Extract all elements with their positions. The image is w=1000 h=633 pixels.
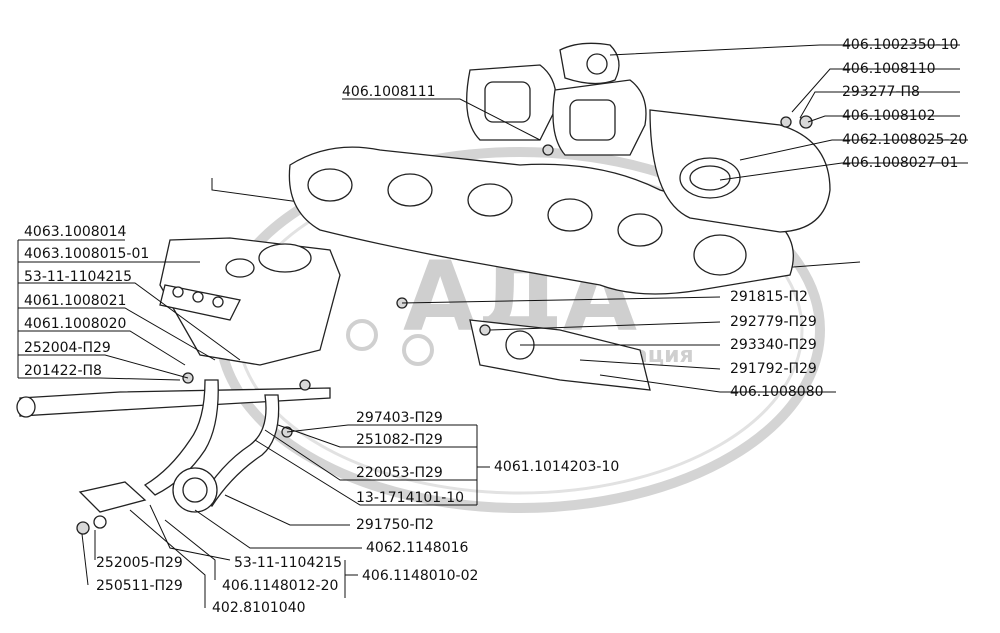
flange-hole xyxy=(192,291,204,303)
watermark-gear-icon xyxy=(402,334,434,366)
leader-l15 xyxy=(401,296,721,304)
label-4063-1008014: 4063.1008014 xyxy=(24,224,127,240)
leader-l07 xyxy=(719,162,968,181)
watermark-gear-icon xyxy=(346,319,378,351)
stud xyxy=(542,144,554,156)
label-406-1148010-02: 406.1148010-02 xyxy=(362,568,478,584)
nut-icon xyxy=(76,521,90,535)
leader-l02 xyxy=(791,68,960,113)
label-252005-p29: 252005-П29 xyxy=(96,555,183,571)
label-53-11-1104215: 53-11-1104215 xyxy=(24,269,132,285)
label-53-11-1104215-b: 53-11-1104215 xyxy=(234,555,342,571)
label-406-1008080: 406.1008080 xyxy=(730,384,824,400)
leader-l23 xyxy=(254,439,477,506)
label-291792-p29: 291792-П29 xyxy=(730,361,817,377)
label-402-8101040: 402.8101040 xyxy=(212,600,306,616)
runner-port xyxy=(387,173,433,207)
leader-l03 xyxy=(799,91,960,119)
plenum-housing xyxy=(649,109,831,233)
nut-icon xyxy=(479,324,491,336)
label-406-1008110: 406.1008110 xyxy=(842,61,936,77)
coolant-tube xyxy=(19,387,331,417)
gasket-port-1 xyxy=(484,81,531,123)
leader-l04 xyxy=(342,98,541,141)
sensor-body xyxy=(78,481,147,513)
fitting-inner xyxy=(182,477,208,503)
label-4061-1008020: 4061.1008020 xyxy=(24,316,126,332)
intake-runners xyxy=(307,168,747,276)
label-220053-p29: 220053-П29 xyxy=(356,465,443,481)
washer-icon xyxy=(799,115,813,129)
leader-l16 xyxy=(489,321,721,331)
leader-l05 xyxy=(807,115,960,123)
housing-port xyxy=(225,258,255,278)
leader-l10 xyxy=(18,282,241,361)
label-252004-p29: 252004-П29 xyxy=(24,340,111,356)
label-4062-1008025-20: 4062.1008025-20 xyxy=(842,132,967,148)
label-4061-1014203-10: 4061.1014203-10 xyxy=(494,459,619,475)
plenum-gasket-inner xyxy=(689,165,731,191)
leader-l06 xyxy=(739,139,968,161)
label-406-1002350-10: 406.1002350-10 xyxy=(842,37,958,53)
leader-l32 xyxy=(129,509,206,608)
callout-labels: 406.1002350-10 406.1008110 293277-П8 406… xyxy=(24,37,967,616)
runner-port xyxy=(547,198,593,232)
washer-icon xyxy=(93,515,107,529)
label-406-1008102: 406.1008102 xyxy=(842,108,936,124)
leader-l22 xyxy=(264,429,477,481)
label-4063-1008015-01: 4063.1008015-01 xyxy=(24,246,149,262)
leader-l27 xyxy=(149,504,231,561)
runner-port xyxy=(307,168,353,202)
leader-l31 xyxy=(81,533,89,586)
runner-port xyxy=(467,183,513,217)
leader-l18 xyxy=(579,359,721,370)
leader-l26 xyxy=(194,509,362,549)
label-4061-1008021: 4061.1008021 xyxy=(24,293,126,309)
label-406-1148012-20: 406.1148012-20 xyxy=(222,578,338,594)
label-293277-p8: 293277-П8 xyxy=(842,84,920,100)
label-291750-p2: 291750-П2 xyxy=(356,517,434,533)
label-291815-p2: 291815-П2 xyxy=(730,289,808,305)
leader-l01 xyxy=(609,44,960,56)
label-406-1008027-01: 406.1008027-01 xyxy=(842,155,958,171)
heater-hose-2 xyxy=(199,394,280,507)
leader-l13 xyxy=(18,354,189,379)
runner-port xyxy=(693,234,747,276)
leader-l19 xyxy=(599,374,836,393)
label-201422-p8: 201422-П8 xyxy=(24,363,102,379)
leader-l21 xyxy=(277,424,477,448)
flange-hole xyxy=(586,53,608,75)
nut-icon xyxy=(780,116,792,128)
leader-lines xyxy=(17,44,968,608)
label-251082-p29: 251082-П29 xyxy=(356,432,443,448)
label-13-1714101-10: 13-1714101-10 xyxy=(356,490,464,506)
tube-end xyxy=(16,396,36,418)
manifold-assembly xyxy=(211,42,861,295)
label-4062-1148016: 4062.1148016 xyxy=(366,540,469,556)
runner-port xyxy=(617,213,663,247)
leader-l20 xyxy=(286,424,477,433)
label-293340-p29: 293340-П29 xyxy=(730,337,817,353)
label-250511-p29: 250511-П29 xyxy=(96,578,183,594)
flange-hole xyxy=(172,286,184,298)
bolt-icon xyxy=(299,379,311,391)
leader-l25 xyxy=(224,494,350,526)
leader-l12 xyxy=(18,330,186,366)
label-406-1008111: 406.1008111 xyxy=(342,84,436,100)
housing-outlet xyxy=(258,243,312,273)
label-292779-p29: 292779-П29 xyxy=(730,314,817,330)
label-297403-p29: 297403-П29 xyxy=(356,410,443,426)
leader-l14 xyxy=(18,377,181,381)
flange-hole xyxy=(212,296,224,308)
leader-l11 xyxy=(18,307,216,361)
leader-l29 xyxy=(164,519,216,580)
gasket-port-2 xyxy=(569,99,616,141)
